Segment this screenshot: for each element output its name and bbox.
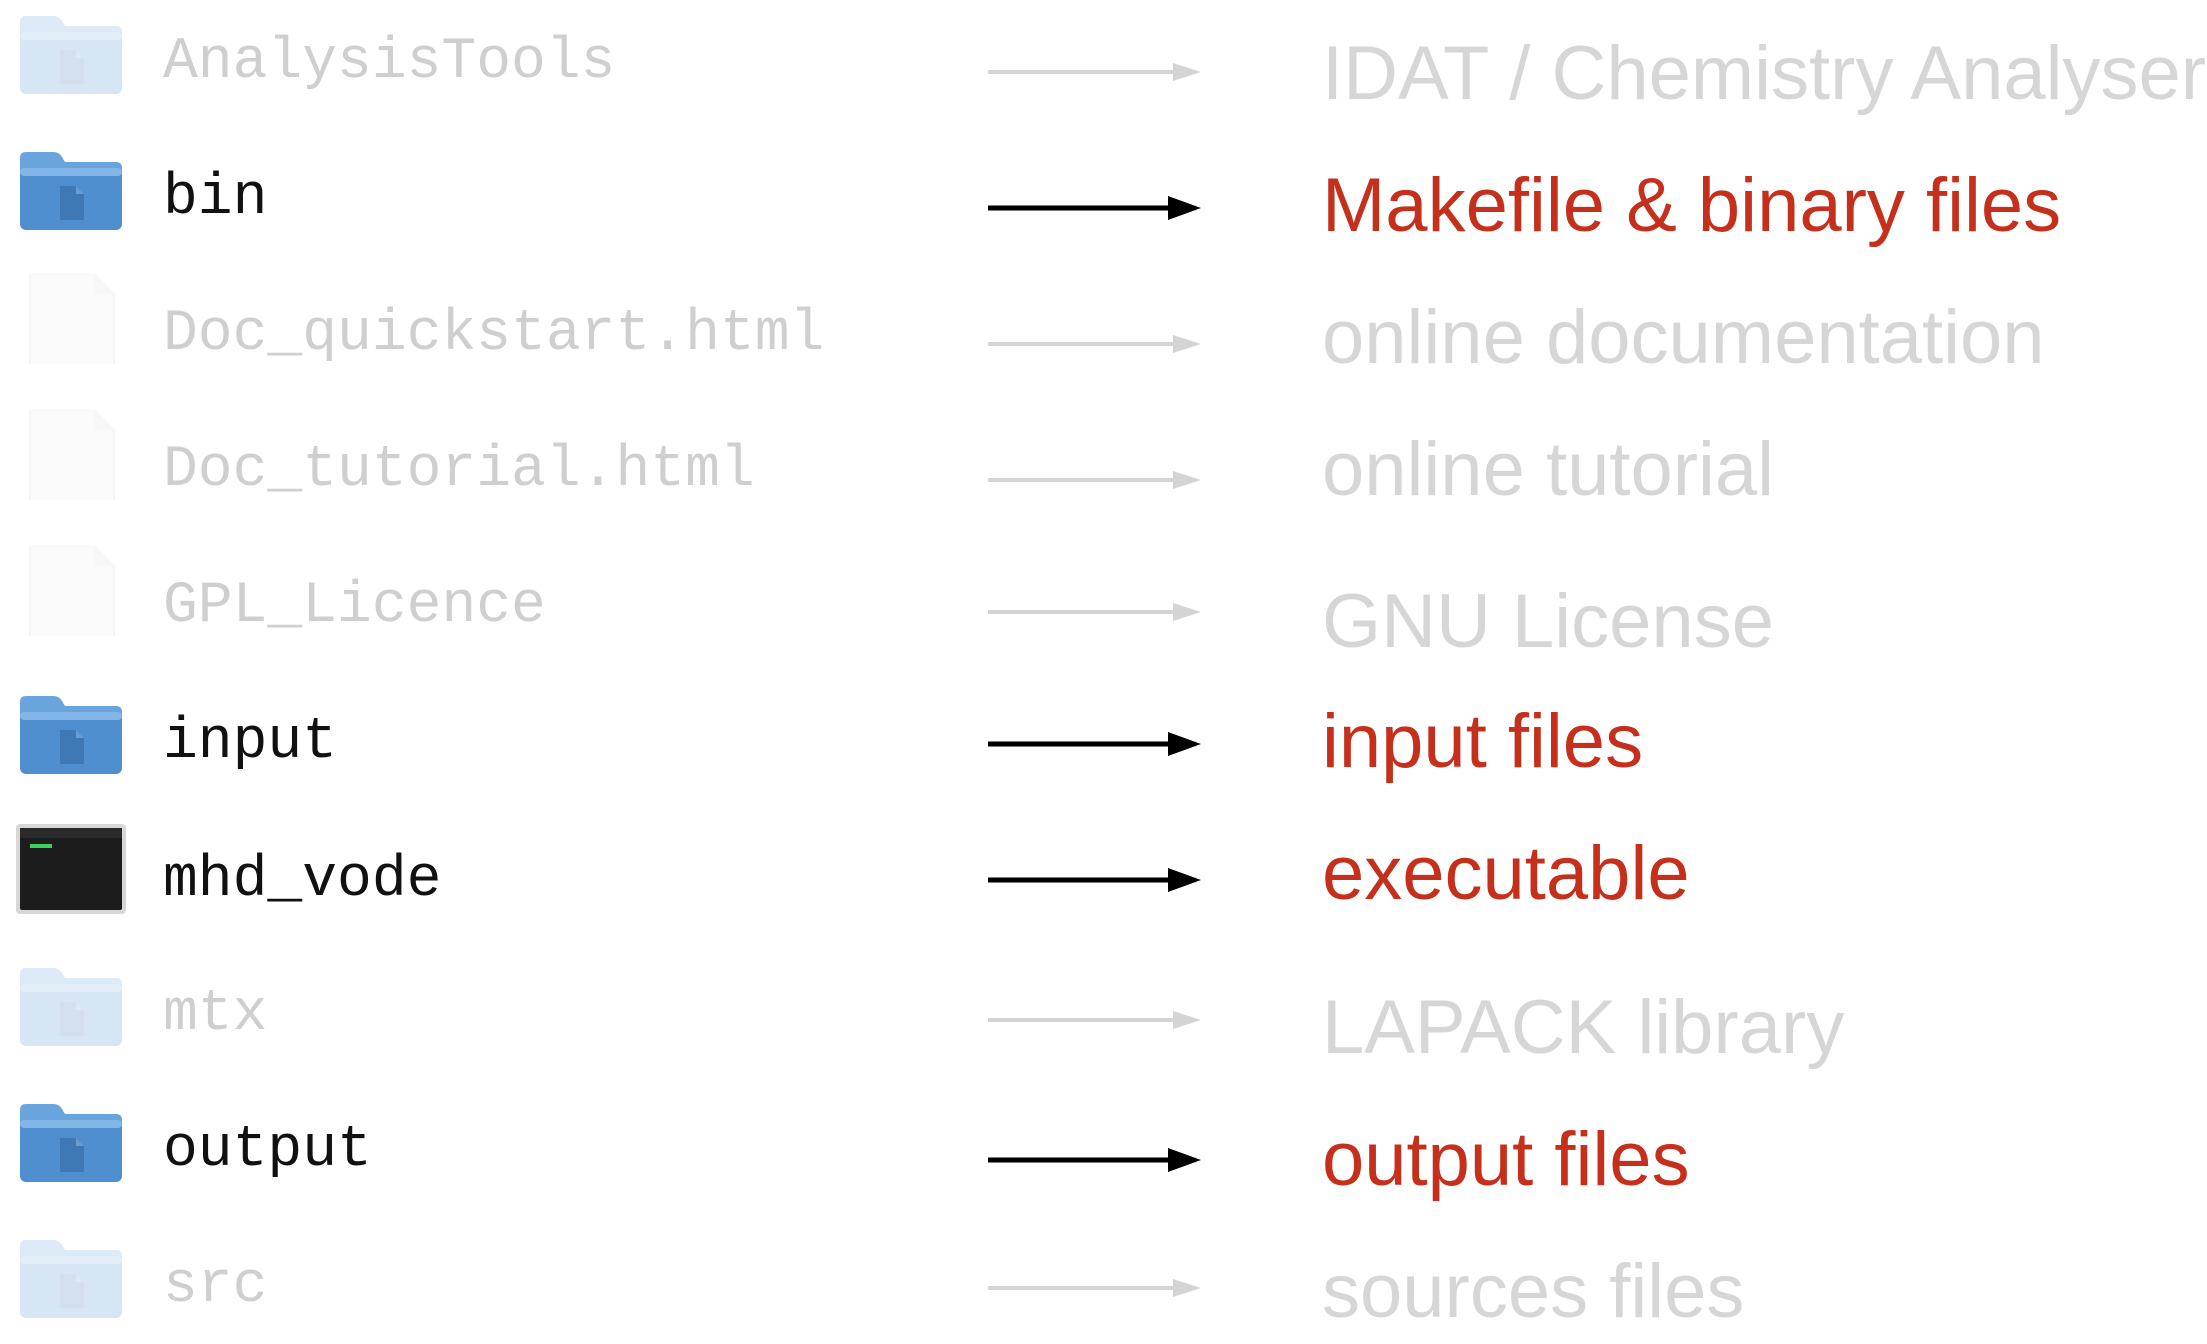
arrow-icon [988, 1140, 1203, 1180]
entry-name[interactable]: input [163, 710, 338, 775]
entry-row-mhd-vode: mhd_vode executable [0, 816, 2207, 936]
entry-name[interactable]: Doc_tutorial.html [163, 438, 755, 503]
entry-name[interactable]: src [163, 1254, 268, 1319]
entry-row-analysistools: AnalysisTools IDAT / Chemistry Analyser [0, 0, 2207, 120]
entry-row-input: input input files [0, 680, 2207, 800]
folder-icon [16, 688, 126, 778]
entry-name[interactable]: mtx [163, 982, 268, 1047]
entry-row-doc-quickstart: Doc_quickstart.html online documentation [0, 272, 2207, 392]
entry-description: GNU License [1322, 579, 1774, 664]
entry-description: Makefile & binary files [1322, 163, 2062, 248]
entry-row-gpl-licence: GPL_Licence GNU License [0, 544, 2207, 664]
folder-icon [16, 8, 126, 98]
arrow-icon [988, 188, 1203, 228]
entry-name[interactable]: GPL_Licence [163, 574, 546, 639]
arrow-icon [988, 52, 1203, 92]
entry-row-mtx: mtx LAPACK library [0, 952, 2207, 1072]
arrow-icon [988, 460, 1203, 500]
entry-description: executable [1322, 831, 1690, 916]
folder-icon [16, 1232, 126, 1322]
arrow-icon [988, 592, 1203, 632]
arrow-icon [988, 860, 1203, 900]
entry-description: LAPACK library [1322, 985, 1845, 1070]
entry-name[interactable]: Doc_quickstart.html [163, 302, 825, 367]
entry-row-output: output output files [0, 1088, 2207, 1208]
entry-row-src: src sources files [0, 1224, 2207, 1344]
entry-description: sources files [1322, 1249, 1745, 1334]
entry-name[interactable]: bin [163, 166, 268, 231]
folder-icon [16, 1096, 126, 1186]
document-icon [16, 546, 126, 636]
terminal-icon [16, 824, 126, 914]
entry-name[interactable]: output [163, 1118, 372, 1183]
entry-row-bin: bin Makefile & binary files [0, 136, 2207, 256]
folder-icon [16, 960, 126, 1050]
entry-name[interactable]: AnalysisTools [163, 30, 616, 95]
entry-description: IDAT / Chemistry Analyser [1322, 31, 2207, 116]
entry-description: online documentation [1322, 295, 2045, 380]
entry-description: online tutorial [1322, 427, 1775, 512]
document-icon [16, 274, 126, 364]
document-icon [16, 410, 126, 500]
entry-description: input files [1322, 699, 1644, 784]
arrow-icon [988, 724, 1203, 764]
arrow-icon [988, 1268, 1203, 1308]
entry-description: output files [1322, 1117, 1690, 1202]
arrow-icon [988, 324, 1203, 364]
folder-icon [16, 144, 126, 234]
entry-row-doc-tutorial: Doc_tutorial.html online tutorial [0, 408, 2207, 528]
entry-name[interactable]: mhd_vode [163, 848, 442, 913]
arrow-icon [988, 1000, 1203, 1040]
